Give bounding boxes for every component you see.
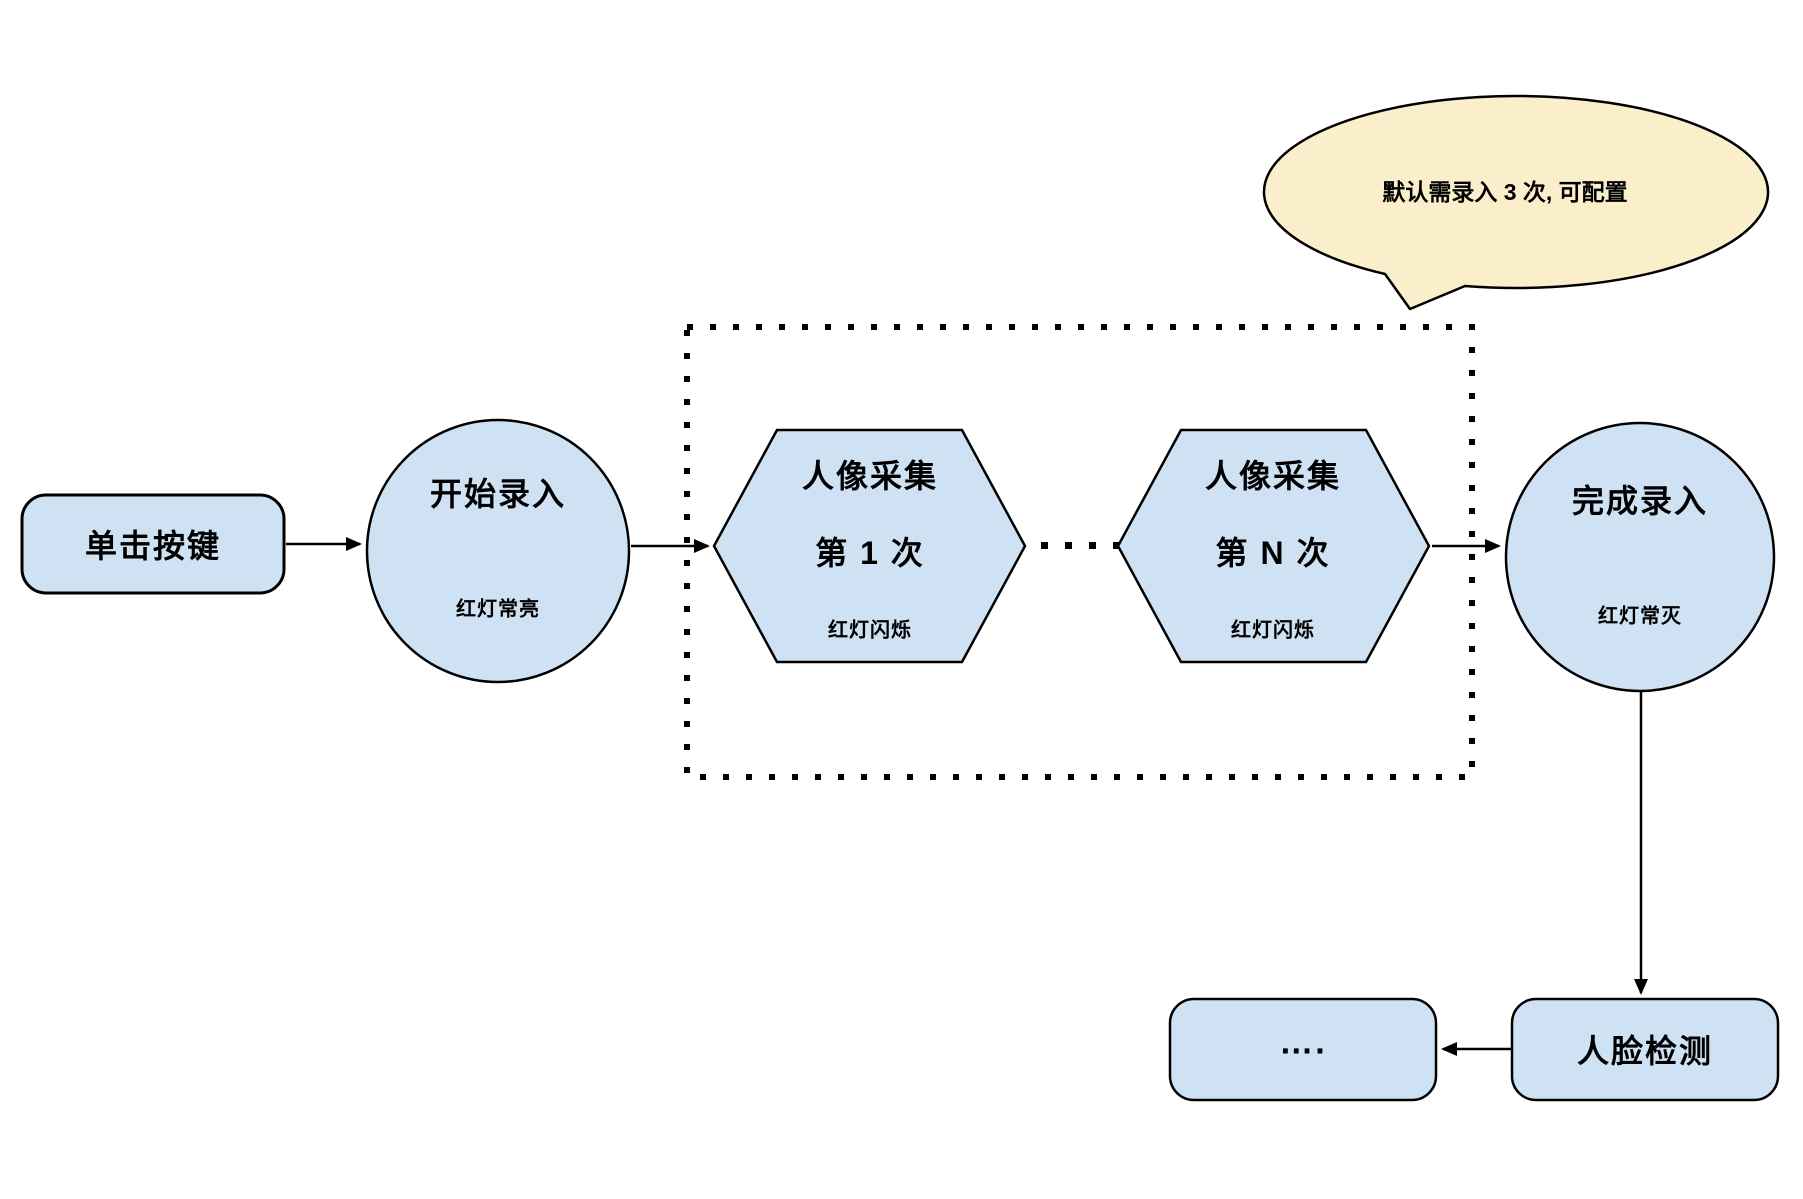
ellipsis-dots — [1041, 542, 1120, 549]
capture-first-title: 人像采集 — [801, 458, 939, 494]
capture-first-subtitle: 红灯闪烁 — [828, 619, 912, 642]
more-node-shape — [1168, 997, 1438, 1102]
start-enroll-node-shape — [365, 418, 631, 684]
capture-nth-subtitle: 红灯闪烁 — [1231, 619, 1315, 642]
finish-enroll-title: 完成录入 — [1571, 483, 1709, 519]
start-enroll-title: 开始录入 — [429, 476, 567, 512]
more-label: …. — [1279, 1023, 1327, 1062]
capture-nth-node-shape — [1116, 428, 1431, 664]
callout-text: 默认需录入 3 次, 可配置 — [1382, 179, 1628, 205]
finish-enroll-node-shape — [1504, 421, 1776, 693]
capture-nth-title: 人像采集 — [1204, 458, 1342, 494]
capture-first-count: 第 1 次 — [815, 535, 925, 571]
callout-bubble-shape — [1262, 94, 1770, 311]
finish-enroll-subtitle: 红灯常灭 — [1598, 605, 1682, 628]
click-button-label: 单击按键 — [84, 528, 222, 564]
capture-first-node-shape — [712, 428, 1027, 664]
click-button-node-shape — [20, 493, 286, 595]
face-detect-label: 人脸检测 — [1576, 1033, 1714, 1069]
capture-nth-count: 第 N 次 — [1215, 535, 1331, 571]
capture-group-dotted-frame — [684, 324, 1475, 780]
start-enroll-subtitle: 红灯常亮 — [456, 598, 540, 621]
